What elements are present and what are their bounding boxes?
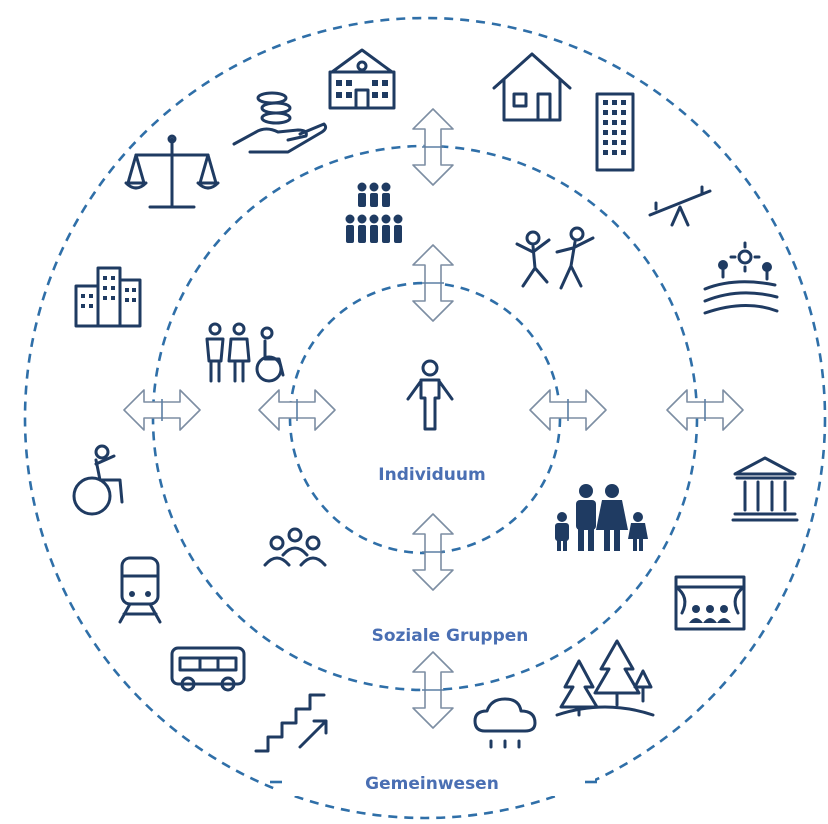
scales-justice-icon bbox=[124, 134, 220, 209]
double-arrow-left-outer bbox=[123, 389, 201, 431]
person-icon bbox=[406, 359, 454, 431]
people-with-wheelchair-icon bbox=[205, 322, 285, 383]
double-arrow-top-inner bbox=[412, 244, 454, 322]
bus-icon bbox=[170, 646, 246, 692]
hand-coins-icon bbox=[232, 91, 328, 154]
outer-ring bbox=[23, 16, 827, 820]
outer-label-backdrop bbox=[275, 768, 595, 796]
office-buildings-icon bbox=[74, 266, 142, 328]
double-arrow-top-outer bbox=[412, 108, 454, 186]
museum-icon bbox=[731, 456, 799, 522]
group-icon bbox=[263, 527, 327, 567]
wheelchair-athlete-icon bbox=[72, 444, 124, 516]
forest-icon bbox=[555, 639, 655, 717]
seesaw-icon bbox=[648, 185, 712, 227]
double-arrow-bottom-outer bbox=[412, 651, 454, 729]
double-arrow-right-outer bbox=[666, 389, 744, 431]
dancing-people-icon bbox=[515, 226, 595, 290]
double-arrow-bottom-inner bbox=[412, 513, 454, 591]
family-icon bbox=[555, 484, 648, 551]
school-building-icon bbox=[328, 48, 396, 110]
fields-sun-icon bbox=[703, 241, 779, 315]
inner-label: Individuum bbox=[378, 465, 485, 485]
double-arrow-right-inner bbox=[529, 389, 607, 431]
middle-label: Soziale Gruppen bbox=[372, 626, 529, 646]
train-icon bbox=[118, 556, 162, 624]
house-icon bbox=[492, 52, 572, 122]
rain-cloud-icon bbox=[473, 697, 537, 749]
theater-stage-icon bbox=[674, 575, 746, 631]
apartment-tower-icon bbox=[595, 92, 635, 172]
stairs-arrow-icon bbox=[254, 693, 328, 753]
outer-label: Gemeinwesen bbox=[365, 774, 499, 794]
crowd-icon bbox=[345, 182, 403, 243]
double-arrow-left-inner bbox=[258, 389, 336, 431]
